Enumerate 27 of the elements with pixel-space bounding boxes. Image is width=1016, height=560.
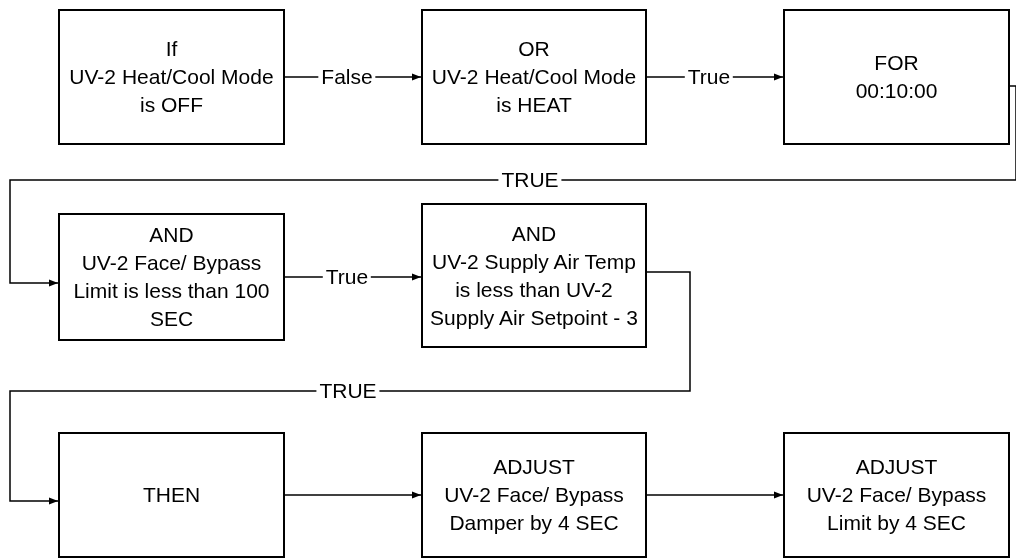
arrow: [646, 491, 784, 499]
condition-text: 00:10:00: [855, 78, 938, 104]
process-box: [58, 432, 285, 558]
condition-text: UV-2 Heat/Cool Mode is HEAT: [430, 64, 638, 118]
process-box: [58, 213, 285, 341]
arrow: [9, 85, 1016, 287]
keyword-text: OR: [518, 36, 550, 62]
keyword-text: If: [165, 36, 178, 62]
keyword-text: ADJUST: [855, 454, 938, 480]
condition-text: UV-2 Supply Air Temp is less than UV-2 Supply Air Setpoint - 3: [429, 248, 639, 331]
process-box: [58, 9, 285, 145]
condition-text: THEN: [142, 482, 201, 508]
keyword-text: AND: [511, 220, 557, 247]
process-box: [783, 432, 1010, 558]
process-box: [421, 432, 647, 558]
keyword-text: FOR: [874, 50, 919, 76]
process-box: [421, 203, 647, 348]
condition-text: UV-2 Face/ Bypass Limit is less than 100 SEC: [72, 250, 271, 332]
condition-text: UV-2 Face/ Bypass Limit by 4 SEC: [805, 482, 988, 536]
keyword-text: ADJUST: [493, 454, 575, 480]
process-box: [421, 9, 647, 145]
arrow: [284, 491, 422, 499]
arrow: [9, 271, 691, 505]
keyword-text: AND: [149, 222, 194, 248]
process-box: [783, 9, 1010, 145]
condition-text: UV-2 Heat/Cool Mode is OFF: [68, 64, 275, 118]
condition-text: UV-2 Face/ Bypass Damper by 4 SEC: [443, 482, 625, 536]
